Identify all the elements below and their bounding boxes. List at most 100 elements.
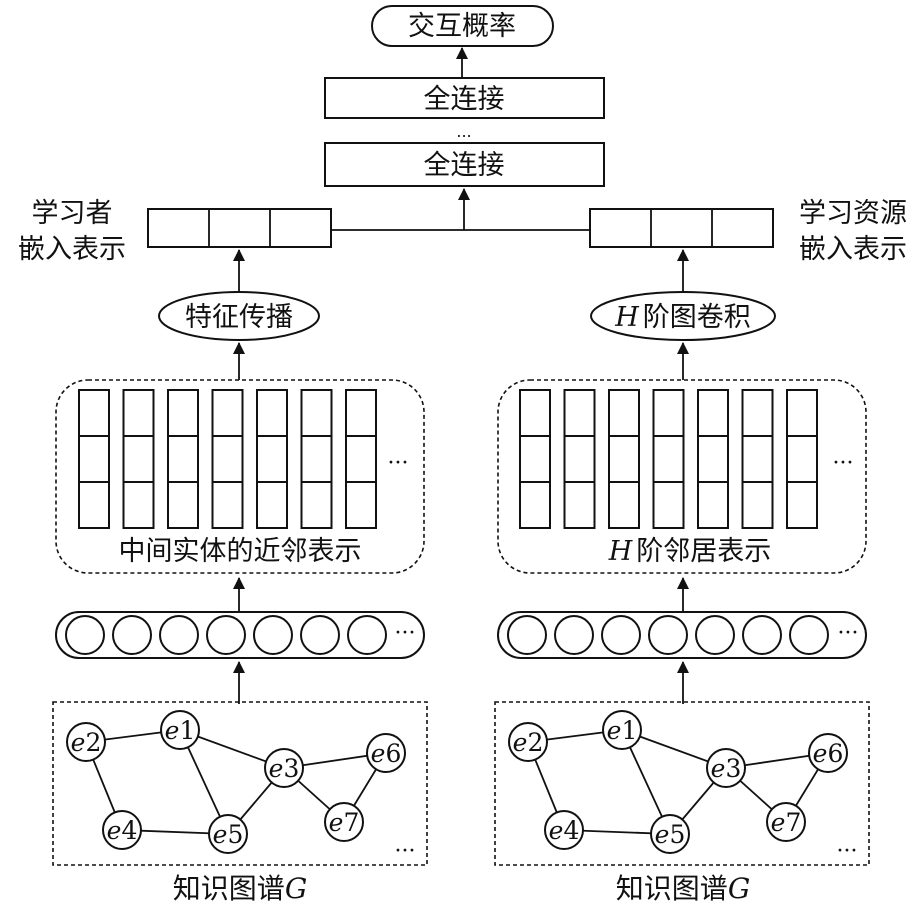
left-node-label-e7: e7 <box>329 808 360 837</box>
left-node-e7: e7 <box>324 802 364 842</box>
right-neighbor-column <box>741 389 774 529</box>
right-neighbor-cell <box>608 481 640 529</box>
left-neighbor-cell <box>167 435 199 483</box>
left-neighbor-label: 中间实体的近邻表示 <box>119 536 362 567</box>
left-neighbor-cell <box>300 389 333 437</box>
left-neighbor-cell <box>78 389 110 437</box>
right-neighbor-cell <box>563 435 596 483</box>
right-node-label-e4: e4 <box>549 816 580 845</box>
left-node-e4: e4 <box>102 810 142 850</box>
left-neighbor-cell <box>300 435 333 483</box>
fc-ellipsis: ... <box>456 122 471 141</box>
right-neighbor-cell <box>741 435 774 483</box>
right-neighbor-cell <box>563 481 596 529</box>
right-neighbor-cell <box>786 389 818 437</box>
left-neighbor-column <box>300 389 333 529</box>
right-node-e5: e5 <box>650 814 690 854</box>
left-neighbor-cell <box>256 435 288 483</box>
left-neighbor-column <box>211 389 244 529</box>
right-graph-more: ··· <box>837 839 858 864</box>
fc-layer-top: 全连接 <box>324 77 605 119</box>
resource-embed-line2: 嵌入表示 <box>799 234 907 265</box>
right-entity-circle <box>742 615 782 655</box>
left-neighbor-panel: ··· 中间实体的近邻表示 <box>55 379 425 574</box>
left-node-label-e4: e4 <box>107 816 138 845</box>
left-entity-circle <box>65 615 105 655</box>
left-neighbor-more: ··· <box>388 451 409 476</box>
left-neighbor-cell <box>300 481 333 529</box>
right-neighbor-cell <box>519 481 551 529</box>
left-node-e2: e2 <box>66 722 106 762</box>
left-neighbor-cell <box>256 389 288 437</box>
right-entity-circles <box>507 615 829 655</box>
right-node-e1: e1 <box>602 710 642 750</box>
left-entity-circle <box>112 615 152 655</box>
resource-embed-line1: 学习资源 <box>799 198 907 229</box>
right-neighbor-cell <box>608 435 640 483</box>
right-neighbor-cell <box>697 389 729 437</box>
left-neighbor-cell <box>211 481 244 529</box>
right-entity-circle <box>648 615 688 655</box>
right-node-e4: e4 <box>544 810 584 850</box>
left-neighbor-cell <box>122 481 155 529</box>
right-entity-circle <box>601 615 641 655</box>
left-neighbor-column <box>256 389 288 529</box>
right-entity-circle <box>554 615 594 655</box>
left-entity-circle <box>206 615 246 655</box>
fc-bottom-label: 全连接 <box>424 150 505 181</box>
left-entity-circle <box>347 615 387 655</box>
right-node-label-e6: e6 <box>813 739 844 768</box>
left-neighbor-column <box>167 389 199 529</box>
right-node-e2: e2 <box>508 722 548 762</box>
fc-layer-bottom: 全连接 <box>324 142 605 187</box>
left-entity-row: ··· <box>55 611 425 659</box>
output-node: 交互概率 <box>371 5 554 47</box>
left-node-label-e6: e6 <box>371 739 402 768</box>
right-node-label-e3: e3 <box>711 754 742 783</box>
left-node-label-e1: e1 <box>165 716 196 745</box>
right-neighbor-cell <box>697 481 729 529</box>
right-neighbor-cell <box>652 481 685 529</box>
right-node-e3: e3 <box>706 748 746 788</box>
right-neighbor-column <box>563 389 596 529</box>
left-entity-circle <box>159 615 199 655</box>
right-neighbor-cell <box>697 435 729 483</box>
right-neighbor-cell <box>786 481 818 529</box>
left-neighbor-cell <box>122 389 155 437</box>
right-neighbor-cell <box>608 389 640 437</box>
left-neighbor-cell <box>122 435 155 483</box>
right-neighbor-cell <box>519 435 551 483</box>
left-neighbor-cell <box>345 481 377 529</box>
right-neighbor-columns <box>519 389 818 529</box>
right-neighbor-column <box>519 389 551 529</box>
left-neighbor-column <box>78 389 110 529</box>
right-neighbor-column <box>697 389 729 529</box>
right-node-label-e5: e5 <box>655 820 686 849</box>
left-node-e6: e6 <box>366 733 406 773</box>
left-neighbor-cell <box>345 435 377 483</box>
left-neighbor-cell <box>78 481 110 529</box>
right-node-label-e2: e2 <box>513 728 544 757</box>
left-entity-circle <box>253 615 293 655</box>
left-node-e5: e5 <box>208 814 248 854</box>
right-entity-circle <box>789 615 829 655</box>
left-neighbor-cell <box>167 389 199 437</box>
right-entity-circle <box>695 615 735 655</box>
left-entity-more: ··· <box>395 621 416 646</box>
right-neighbor-more: ··· <box>833 451 854 476</box>
left-neighbor-column <box>122 389 155 529</box>
left-node-label-e5: e5 <box>213 820 244 849</box>
right-neighbor-cell <box>563 389 596 437</box>
resource-embedding-vector <box>589 208 774 248</box>
right-neighbor-cell <box>786 435 818 483</box>
left-neighbor-cell <box>167 481 199 529</box>
left-entity-circle <box>300 615 340 655</box>
fc-top-label: 全连接 <box>424 84 505 115</box>
right-entity-circle <box>507 615 547 655</box>
